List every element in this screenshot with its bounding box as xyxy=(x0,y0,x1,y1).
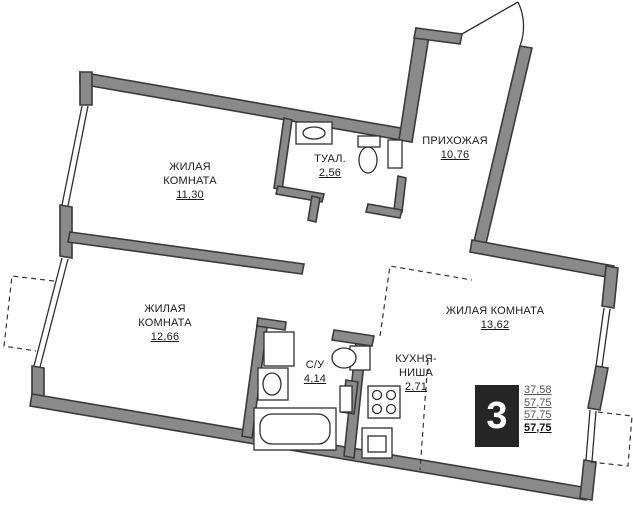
wall-hall-niche xyxy=(393,175,407,213)
bath-toilet xyxy=(331,345,371,371)
wall-hall-niche-b xyxy=(365,203,403,219)
wall-right-top xyxy=(469,239,615,279)
zone-boundary-kitchen xyxy=(419,359,429,471)
kitchen-stove xyxy=(367,385,401,419)
bath-washer xyxy=(263,331,295,367)
area-summary: 37,58 57,75 57,75 57,75 xyxy=(524,384,552,434)
area-with-coeff: 57,75 xyxy=(524,409,552,421)
room-name-line: ЖИЛАЯ xyxy=(144,303,186,315)
room-area: 2,71 xyxy=(404,381,428,393)
room-label-living-1: ЖИЛАЯ КОМНАТА 11,30 xyxy=(150,160,230,202)
wall-left-upper xyxy=(79,71,93,106)
room-name-line: КОМНАТА xyxy=(163,175,217,187)
wall-bath-right-top xyxy=(331,329,375,347)
room-name-line: КУХНЯ- xyxy=(395,353,437,365)
toilet-sink xyxy=(295,121,333,145)
room-label-living-2: ЖИЛАЯ КОМНАТА 12,66 xyxy=(125,302,205,344)
room-area: 11,30 xyxy=(176,189,204,201)
room-area: 4,14 xyxy=(303,373,327,385)
room-name-line: С/У xyxy=(305,359,325,371)
room-name-line: ПРИХОЖАЯ xyxy=(422,135,488,147)
toilet-bowl xyxy=(357,135,381,174)
area-common: 57,75 xyxy=(524,396,552,409)
window-left-upper xyxy=(61,105,89,207)
rooms-count-badge: 3 xyxy=(475,385,519,447)
room-area: 12,66 xyxy=(150,331,180,343)
wall-top-left-room xyxy=(79,71,413,143)
room-name-line: ЖИЛАЯ КОМНАТА xyxy=(445,305,545,317)
kitchen-sink xyxy=(361,427,393,459)
room-name-line: НИША xyxy=(398,367,434,379)
wall-bath-top xyxy=(256,317,287,331)
wall-toilet-stub xyxy=(307,195,321,223)
room-label-bathroom: С/У 4,14 xyxy=(295,358,335,386)
wall-toilet-left xyxy=(273,117,293,191)
room-label-living-3: ЖИЛАЯ КОМНАТА 13,62 xyxy=(440,304,550,332)
room-label-toilet: ТУАЛ. 2,56 xyxy=(300,152,360,180)
room-area: 13,62 xyxy=(480,319,510,331)
window-right-upper xyxy=(595,307,611,368)
wall-right-lower xyxy=(579,459,597,501)
room-name-line: ЖИЛАЯ xyxy=(169,161,211,173)
area-living: 37,58 xyxy=(524,384,552,396)
room-area: 10,76 xyxy=(440,149,470,161)
window-left-lower xyxy=(33,257,69,368)
area-total: 57,75 xyxy=(524,421,552,434)
zone-boundary-living xyxy=(379,265,473,337)
balcony-right xyxy=(589,411,633,467)
entrance-door xyxy=(461,1,525,47)
wall-door-left xyxy=(413,27,463,45)
wall-right-upper xyxy=(601,265,619,309)
wall-partition-rooms xyxy=(67,231,305,275)
room-label-hallway: ПРИХОЖАЯ 10,76 xyxy=(415,134,495,162)
hall-cabinet xyxy=(387,139,403,169)
wall-hall-left xyxy=(398,27,431,143)
bath-sink xyxy=(257,367,289,401)
window-right-lower xyxy=(585,409,597,462)
wall-left-mid xyxy=(59,204,73,259)
bath-cabinet xyxy=(339,385,353,413)
bathtub xyxy=(253,407,337,451)
room-area: 2,56 xyxy=(318,167,342,179)
room-name-line: ТУАЛ. xyxy=(314,153,346,165)
room-label-kitchen: КУХНЯ- НИША 2,71 xyxy=(386,352,446,394)
balcony-left xyxy=(3,275,55,352)
wall-right-mid xyxy=(587,365,609,411)
room-name-line: КОМНАТА xyxy=(138,317,192,329)
